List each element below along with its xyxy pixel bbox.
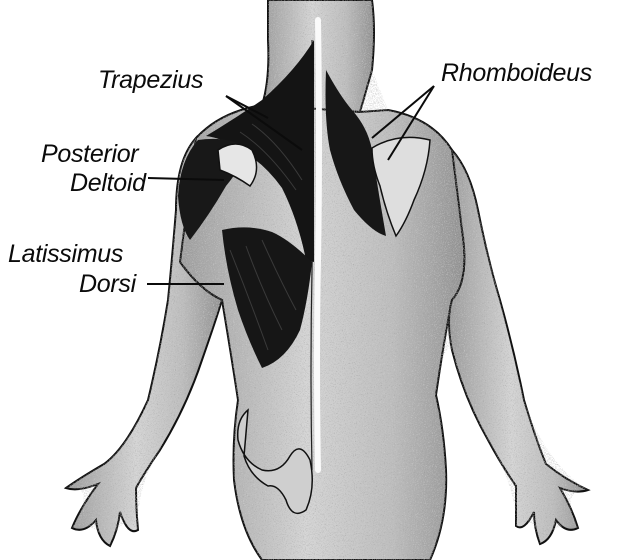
spine-line <box>317 20 319 470</box>
rhomboideus-label: Rhomboideus <box>441 60 592 86</box>
posterior-deltoid-label-line2: Deltoid <box>70 170 146 196</box>
latissimus-dorsi-label-line1: Latissimus <box>8 241 123 267</box>
trapezius-label: Trapezius <box>98 67 203 93</box>
latissimus-dorsi-label-line2: Dorsi <box>79 271 136 297</box>
posterior-deltoid-label-line1: Posterior <box>41 141 138 167</box>
